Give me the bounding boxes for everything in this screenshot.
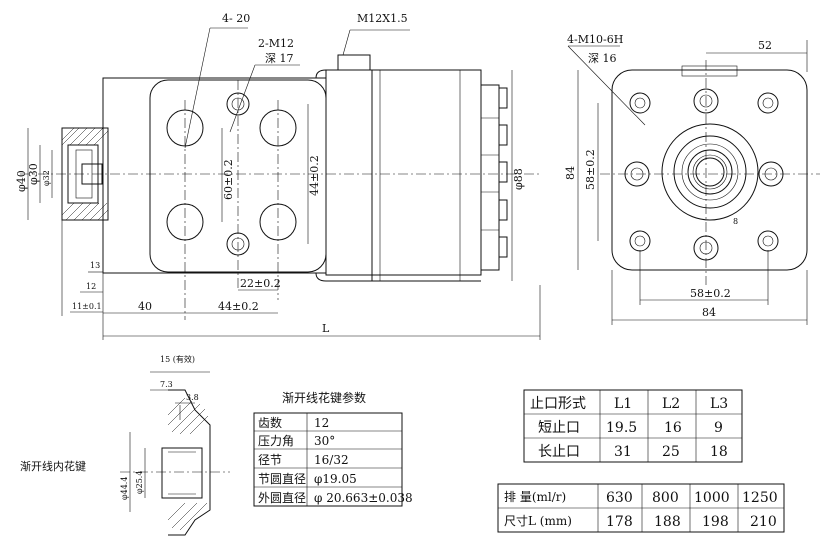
dim-84-horizontal: 84 bbox=[702, 306, 716, 319]
body-outline bbox=[102, 77, 327, 274]
spline-table: 渐开线花键参数 齿数 12 压力角 30° 径节 16/32 节圆直径 φ19.… bbox=[253, 390, 413, 507]
size-table-cell: 排 量(ml/r) bbox=[504, 490, 566, 504]
size-table-cell: 178 bbox=[606, 514, 633, 530]
size-table-cell: 630 bbox=[606, 490, 633, 506]
size-table-cell: 198 bbox=[702, 514, 729, 530]
dim-phi32: φ32 bbox=[42, 170, 51, 186]
dim-22: 22±0.2 bbox=[240, 277, 281, 290]
dim-3-8: 3.8 bbox=[186, 393, 199, 402]
spline-body bbox=[168, 389, 211, 536]
stop-table-cell: 19.5 bbox=[606, 420, 637, 436]
dim-58-vertical: 58±0.2 bbox=[584, 149, 597, 190]
spline-table-row-label: 压力角 bbox=[258, 434, 294, 448]
dim-15: 15 (有效) bbox=[160, 354, 195, 364]
stop-table-header: L2 bbox=[662, 396, 680, 412]
spline-table-row-value: φ19.05 bbox=[314, 472, 357, 486]
callout-ports: 2-M12 bbox=[258, 37, 294, 50]
front-view: 4- 20 2-M12 深 17 M12X1.5 60±0.2 44±0.2 φ… bbox=[15, 12, 541, 340]
spline-view: 渐开线内花键 φ44.4 φ25.4 15 (有效) 7.3 3.8 bbox=[20, 354, 230, 536]
bolt-column bbox=[480, 84, 500, 271]
stop-table-cell: 16 bbox=[664, 420, 682, 436]
dim-phi30: φ30 bbox=[27, 163, 40, 185]
side-plate bbox=[611, 69, 808, 271]
stop-table-cell: 18 bbox=[710, 444, 728, 460]
spline-table-row-label: 齿数 bbox=[258, 415, 282, 430]
motor-housing bbox=[325, 69, 482, 276]
dim-44-horizontal: 44±0.2 bbox=[218, 300, 259, 313]
dim-11: 11±0.1 bbox=[72, 302, 102, 311]
dim-13: 13 bbox=[90, 261, 100, 270]
side-view: 4-M10-6H 深 16 52 84 58±0.2 58±0.2 84 8 bbox=[564, 33, 820, 325]
spline-table-title: 渐开线花键参数 bbox=[282, 390, 366, 405]
dim-phi44-4: φ44.4 bbox=[120, 477, 129, 500]
dim-phi88: φ88 bbox=[512, 168, 525, 190]
size-table-cell: 1250 bbox=[742, 490, 778, 506]
pilot-outer bbox=[661, 123, 759, 221]
size-table: 排 量(ml/r) 630 800 1000 1250 尺寸L (mm) 178… bbox=[497, 483, 785, 533]
dim-60: 60±0.2 bbox=[222, 159, 235, 200]
dim-7-3: 7.3 bbox=[160, 380, 173, 389]
dim-44-vertical: 44±0.2 bbox=[308, 155, 321, 196]
dim-phi25-4: φ25.4 bbox=[135, 471, 144, 494]
dim-52: 52 bbox=[758, 39, 772, 52]
spline-table-row-value: 12 bbox=[314, 416, 329, 430]
stop-table-cell: 长止口 bbox=[538, 444, 580, 460]
spline-table-row-label: 径节 bbox=[258, 453, 282, 467]
spline-label: 渐开线内花键 bbox=[20, 459, 86, 473]
size-table-cell: 尺寸L (mm) bbox=[504, 514, 572, 528]
spline-table-row-value: φ 20.663±0.038 bbox=[314, 491, 413, 505]
stop-table-header: 止口形式 bbox=[530, 396, 586, 412]
pilot-middle bbox=[673, 135, 747, 209]
stop-table-cell: 31 bbox=[614, 444, 632, 460]
stop-table-header: L3 bbox=[710, 396, 728, 412]
stop-table-cell: 9 bbox=[714, 420, 723, 436]
stop-table-cell: 短止口 bbox=[538, 420, 580, 436]
dim-58-horizontal: 58±0.2 bbox=[690, 287, 731, 300]
dim-L: L bbox=[322, 322, 330, 335]
stop-table-header: L1 bbox=[614, 396, 632, 412]
size-table-cell: 188 bbox=[654, 514, 681, 530]
callout-threads: 4-M10-6H bbox=[567, 33, 623, 46]
dim-phi40: φ40 bbox=[15, 170, 28, 192]
spline-table-row-value: 30° bbox=[314, 434, 335, 448]
size-table-cell: 210 bbox=[750, 514, 777, 530]
dim-84-vertical: 84 bbox=[564, 166, 577, 180]
callout-holes: 4- 20 bbox=[222, 12, 250, 25]
size-table-cell: 800 bbox=[652, 490, 679, 506]
callout-threads-depth: 深 16 bbox=[588, 52, 617, 65]
drain-boss bbox=[337, 54, 371, 71]
dim-12: 12 bbox=[86, 282, 96, 291]
stop-table-cell: 25 bbox=[662, 444, 680, 460]
stop-table: 止口形式 L1 L2 L3 短止口 19.5 16 9 长止口 31 25 18 bbox=[523, 389, 743, 463]
spline-table-row-label: 外圆直径 bbox=[258, 491, 306, 505]
spline-table-row-label: 节圆直径 bbox=[258, 472, 306, 486]
spline-table-row-value: 16/32 bbox=[314, 453, 349, 467]
dim-40: 40 bbox=[138, 300, 152, 313]
size-table-cell: 1000 bbox=[694, 490, 730, 506]
dim-8: 8 bbox=[733, 217, 738, 226]
callout-ports-depth: 深 17 bbox=[265, 52, 294, 65]
callout-drain: M12X1.5 bbox=[357, 12, 408, 25]
